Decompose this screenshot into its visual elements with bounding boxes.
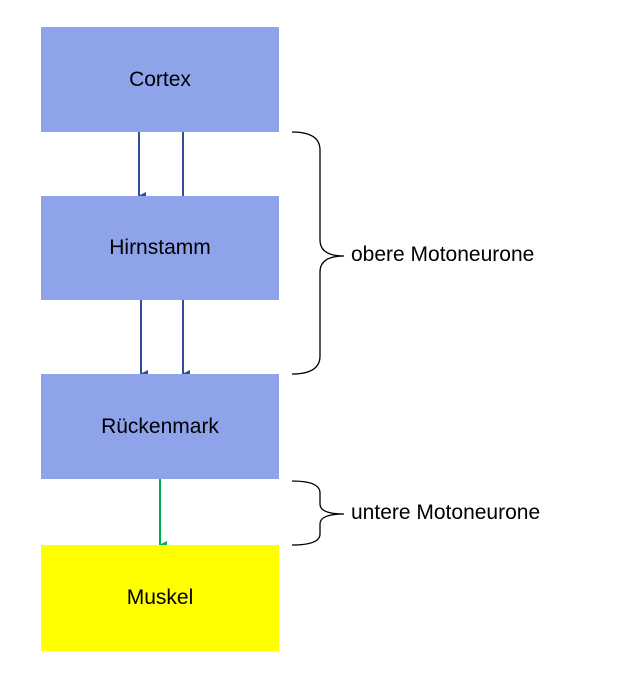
cortex-label: Cortex [129, 67, 191, 91]
rueckenmark-box: Rückenmark [41, 374, 279, 479]
cortex-box: Cortex [41, 27, 279, 132]
rueckenmark-label: Rückenmark [101, 414, 219, 438]
muskel-label: Muskel [126, 586, 194, 609]
muskel-box: Muskel [41, 545, 279, 651]
brace-lower [291, 480, 345, 546]
upper-motor-neurons-label: obere Motoneurone [351, 243, 535, 266]
hirnstamm-box: Hirnstamm [41, 196, 279, 300]
lower-motor-neurons-label: untere Motoneurone [351, 501, 541, 524]
brace-upper [291, 131, 345, 375]
hirnstamm-label: Hirnstamm [109, 236, 211, 259]
